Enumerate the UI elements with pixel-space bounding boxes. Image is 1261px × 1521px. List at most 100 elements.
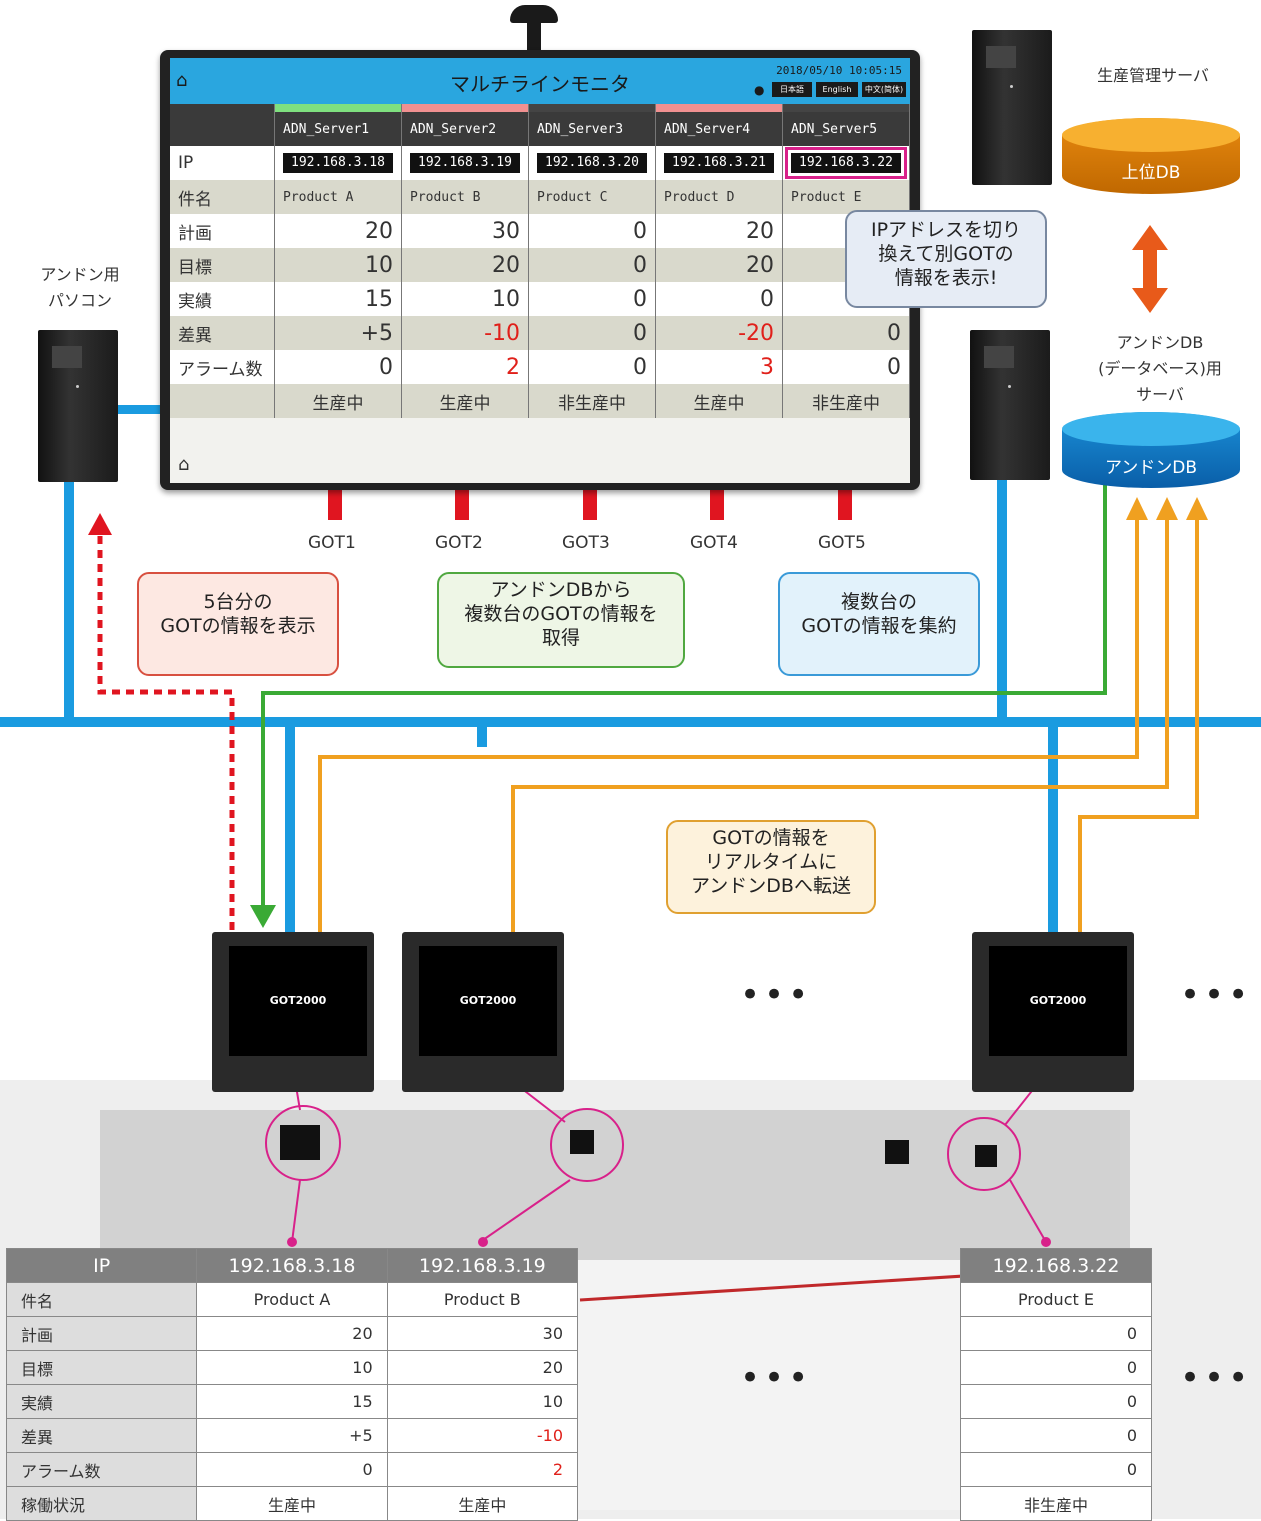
row-label: 実績 [170,282,275,316]
got2-drop [477,727,487,747]
ellipsis: ••• [740,975,813,1015]
value-cell: 0 [528,350,656,384]
home-icon[interactable]: ⌂ [176,70,188,91]
transfer-line-2 [511,510,1169,932]
table-row: 0 [960,1316,1152,1351]
actual-row: 実績 15 10 0 0 0 [170,282,910,316]
target-row: 目標 10 20 0 20 0 [170,248,910,282]
server-name: ADN_Server5 [782,112,910,146]
value-cell: 15 [274,282,402,316]
status-lamp [275,104,401,112]
callout-display-5: 5台分の GOTの情報を表示 [137,572,339,676]
got-logo: GOT2000 [269,994,327,1007]
table-cell: 15 [196,1384,388,1419]
value-cell: 0 [655,282,783,316]
product-cell: Product D [655,180,783,214]
got-unit-1: GOT2000 [212,932,374,1092]
table-row: 計画 20 30 [5,1316,579,1351]
value-cell: 0 [274,350,402,384]
server-uplink [997,480,1007,720]
got-label: GOT2 [435,533,483,553]
table-row: 0 [960,1384,1152,1419]
transfer-arrowhead-1 [1126,497,1148,520]
lang-chinese-button[interactable]: 中文(简体) [862,82,906,97]
status-lamp [783,104,909,112]
andon-db-server-label: アンドンDB (データベース)用 サーバ [1098,333,1222,404]
got-label: GOT4 [690,533,738,553]
status-cell: 非生産中 [782,384,910,418]
value-cell: 0 [528,282,656,316]
table-row: 差異 +5 -10 [5,1418,579,1453]
value-cell: 10 [401,282,529,316]
production-server-label: 生産管理サーバ [1097,66,1209,85]
table-cell: Product E [960,1282,1152,1317]
got-logo: GOT2000 [459,994,517,1007]
table-cell: 生産中 [386,1486,579,1521]
got-label: GOT3 [562,533,610,553]
ip-field[interactable]: 192.168.3.18 [283,153,393,173]
lang-english-button[interactable]: English [816,82,858,97]
value-cell: -10 [401,316,529,350]
got1-drop [285,727,295,932]
table-cell: 非生産中 [960,1486,1152,1521]
status-row: 生産中 生産中 非生産中 生産中 非生産中 [170,384,910,418]
table-cell: 生産中 [196,1486,388,1521]
server-name: ADN_Server2 [401,112,529,146]
display-dotted-line [97,535,235,930]
got-label: GOT1 [308,533,356,553]
home-icon[interactable]: ⌂ [178,454,190,475]
table-cell: Product B [386,1282,579,1317]
ip-field[interactable]: 192.168.3.20 [537,153,647,173]
andon-db-top [1062,412,1240,446]
table-row: 0 [960,1418,1152,1453]
ellipsis: ••• [740,1358,813,1398]
table-header: 192.168.3.19 [386,1248,579,1283]
row-label: アラーム数 [170,350,275,384]
table-cell: 0 [960,1452,1152,1487]
transfer-line-3 [1078,510,1199,932]
pc-to-monitor-link [118,405,162,414]
table-cell: 0 [960,1316,1152,1351]
table-cell: 10 [196,1350,388,1385]
product-cell: Product B [401,180,529,214]
name-row: 件名 Product A Product B Product C Product… [170,180,910,214]
row-label: 件名 [170,180,275,214]
screen-title: マルチラインモニタ [450,72,630,96]
value-cell: 30 [401,214,529,248]
monitor-table: ADN_Server1 ADN_Server2 ADN_Server3 ADN_… [170,104,910,418]
row-label: 差異 [5,1418,198,1453]
ip-field[interactable]: 192.168.3.19 [410,153,520,173]
server-name: ADN_Server1 [274,112,402,146]
got-unit-2: GOT2000 [402,932,564,1092]
row-label: 計画 [170,214,275,248]
value-cell: 0 [528,316,656,350]
got-data-table: IP 192.168.3.18 192.168.3.19 件名 Product … [5,1248,579,1521]
got-logo: GOT2000 [1029,994,1087,1007]
upper-db-label: 上位DB [1121,163,1181,183]
bottom-bar: ⌂ [170,448,910,483]
value-cell: 0 [528,248,656,282]
row-label: IP [170,146,275,180]
ip-field-highlighted[interactable]: 192.168.3.22 [785,147,907,179]
value-cell: 2 [401,350,529,384]
lamp-row [170,104,910,146]
table-row: 目標 10 20 [5,1350,579,1385]
product-cell: Product A [274,180,402,214]
monitor-screen: ⌂ マルチラインモニタ 2018/05/10 10:05:15 ● 日本語 En… [170,58,910,483]
callout-transfer: GOTの情報を リアルタイムに アンドンDBへ転送 [666,820,876,914]
ip-field[interactable]: 192.168.3.21 [664,153,774,173]
gotn-drop [1048,727,1058,932]
andon-db-server-tower [970,330,1050,480]
magnifier-pointers [265,1067,1051,1243]
ip-row: IP 192.168.3.18 192.168.3.19 192.168.3.2… [170,146,910,180]
ellipsis: ••• [1180,1358,1253,1398]
server-name: ADN_Server4 [655,112,783,146]
callout-aggregate: 複数台の GOTの情報を集約 [778,572,980,676]
andon-pc-tower [38,330,118,482]
table-row: 192.168.3.22 [960,1248,1152,1283]
table-row: 稼働状況 生産中 生産中 [5,1486,579,1521]
globe-icon: ● [754,83,765,97]
lang-japanese-button[interactable]: 日本語 [772,82,812,97]
table-cell: 0 [196,1452,388,1487]
db-double-arrow [1132,225,1168,313]
